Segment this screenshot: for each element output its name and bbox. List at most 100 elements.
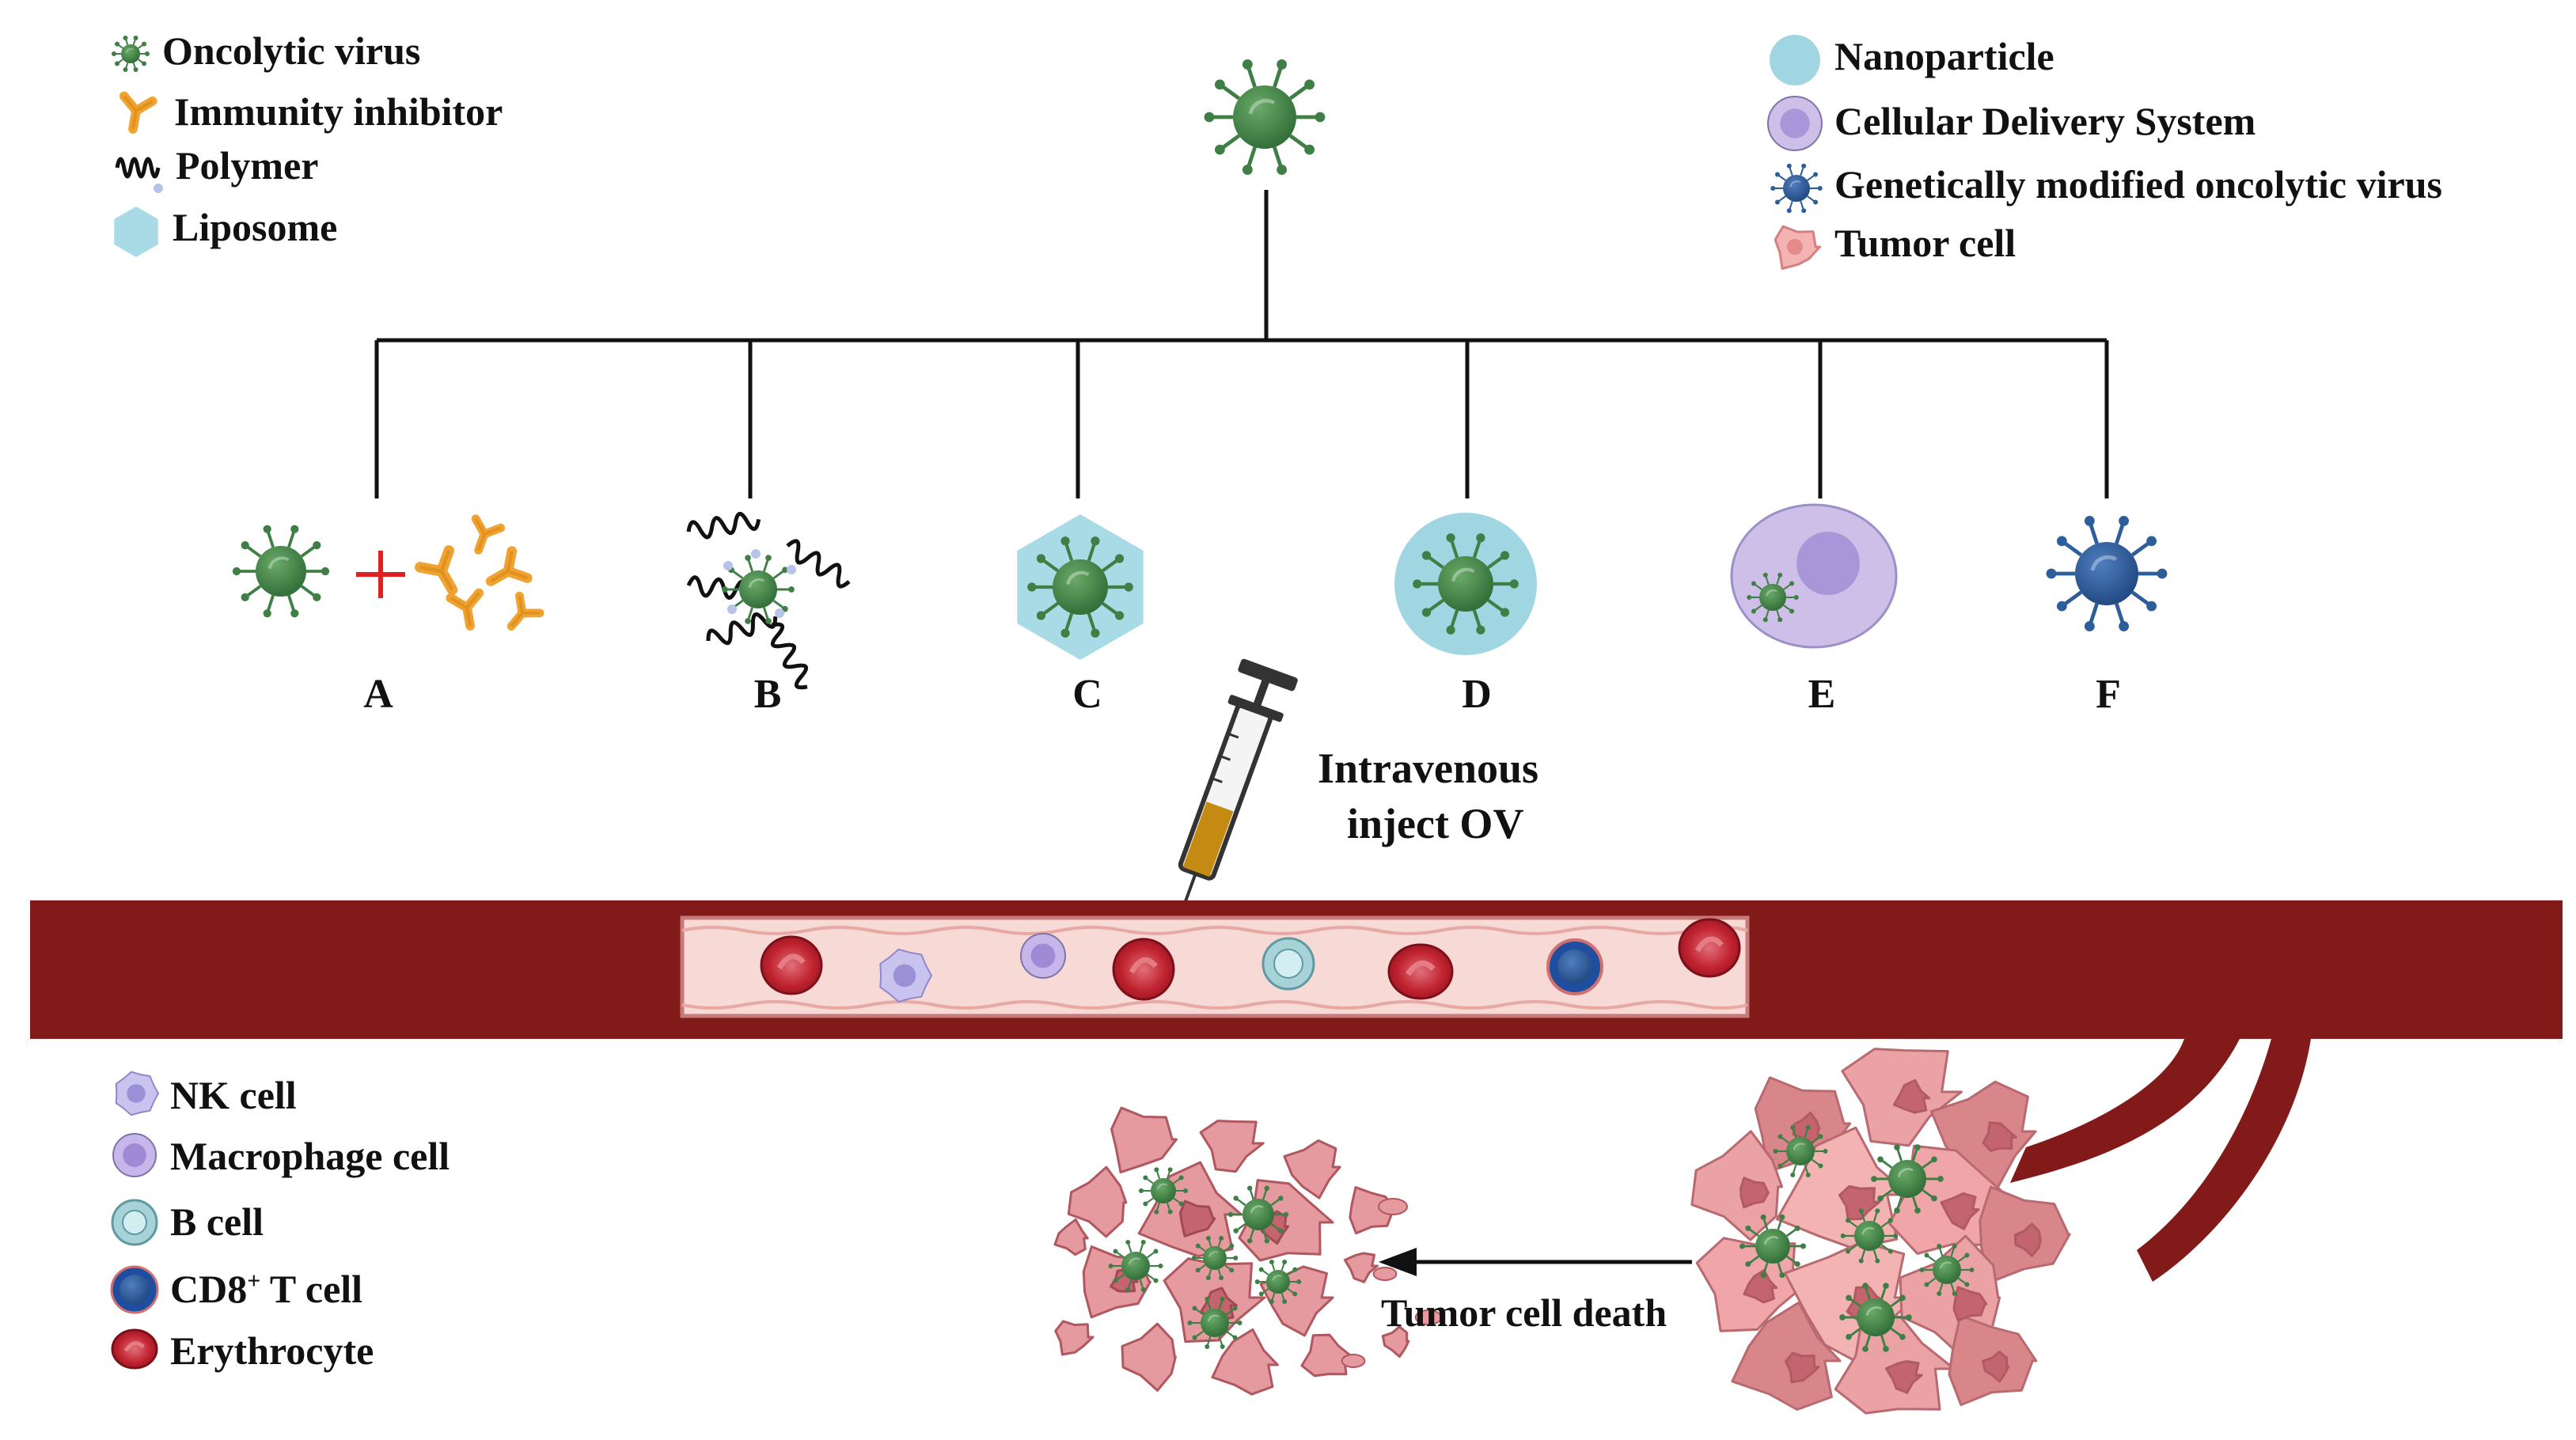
macrophage-cell-icon	[1020, 933, 1066, 979]
tumor-debris	[1372, 1267, 1398, 1281]
oncolytic-virus-icon	[1839, 1283, 1912, 1352]
strategy-label-a: A	[363, 672, 393, 717]
oncolytic-virus-icon	[1254, 1260, 1302, 1304]
erythrocyte-icon	[760, 935, 823, 995]
tumor-cell-nucleus	[1885, 1360, 1923, 1394]
tumor-fragment	[1110, 1106, 1178, 1174]
erythrocyte-icon	[111, 1328, 158, 1370]
tumor-cell	[1929, 1080, 2037, 1191]
legend-cellular-delivery-icon	[1767, 96, 1823, 151]
injection-label-line2: inject OV	[1347, 800, 1524, 847]
cd8-text: CD8	[170, 1267, 248, 1311]
strategy-label-e: E	[1808, 672, 1836, 717]
legend-macrophage-cell-icon	[112, 1133, 157, 1177]
erythrocyte-icon	[1112, 938, 1175, 1001]
oncolytic-virus-icon	[1840, 1208, 1899, 1264]
tumor-cell-nucleus	[1982, 1351, 2010, 1383]
strategy-f-gm-virus	[2046, 516, 2168, 631]
oncolytic-virus-icon	[1227, 1185, 1289, 1244]
oncolytic-virus-icon	[1773, 1125, 1828, 1177]
strategy-d-nanoparticle-virus	[1394, 513, 1537, 655]
strategy-b-polymer-coated-virus	[686, 511, 851, 690]
tumor-fragment	[1067, 1165, 1128, 1238]
legend-tumor-cell-label: Tumor cell	[1834, 221, 2016, 265]
legend-polymer-icon	[115, 157, 161, 179]
tumor-fragment	[1054, 1320, 1095, 1356]
strategy-e-cellular-delivery	[1730, 503, 1898, 649]
tumor-fragment	[1381, 1325, 1410, 1359]
tumor-cell	[1731, 1301, 1842, 1411]
tumor-death-label: Tumor cell death	[1381, 1290, 1667, 1335]
nk-cell-icon	[115, 1071, 160, 1116]
tumor-cell-nucleus	[1940, 1192, 1980, 1230]
immunity-inhibitor-icon	[506, 591, 544, 631]
legend-nk-cell-label: NK cell	[170, 1073, 297, 1117]
tumor-fragment	[1199, 1120, 1265, 1173]
tumor-cell-nucleus	[1982, 1121, 2017, 1152]
dying-tumor-cluster	[1053, 1106, 1443, 1396]
oncolytic-virus-icon	[1187, 1297, 1242, 1349]
strategy-f-gm-virus-icon	[2046, 516, 2168, 631]
polymer-bead-icon	[154, 184, 163, 193]
strategy-label-b: B	[753, 672, 782, 717]
syringe-icon	[1178, 658, 1298, 919]
tumor-cell-nucleus	[1785, 1351, 1820, 1384]
strategy-e-virus-icon	[1747, 572, 1799, 623]
oncolytic-virus-icon	[1191, 1236, 1239, 1280]
plus-icon	[356, 551, 405, 598]
legend-nanoparticle-label: Nanoparticle	[1834, 34, 2054, 78]
polymer-strand-icon	[770, 622, 809, 690]
polymer-strand-icon	[686, 511, 761, 540]
immunity-inhibitor-icon	[471, 514, 506, 555]
legend-macrophage-label: Macrophage cell	[170, 1134, 450, 1178]
polymer-bead-icon	[775, 608, 784, 618]
legend-oncolytic-virus-icon	[112, 36, 150, 72]
oncolytic-virus-icon	[1739, 1214, 1807, 1279]
tree-connectors	[374, 190, 2109, 498]
tumor-fragment-core	[1178, 1199, 1216, 1237]
tumor-fragment	[1053, 1218, 1089, 1256]
tumor-cell-nucleus	[1739, 1177, 1770, 1209]
tumor-fragment	[1211, 1328, 1279, 1396]
oncolytic-virus-icon	[1204, 59, 1326, 175]
oncolytic-virus-icon	[1139, 1167, 1188, 1215]
tumor-fragment	[1121, 1322, 1177, 1392]
erythrocyte-icon	[1678, 918, 1741, 978]
legend-liposome-icon	[114, 207, 158, 257]
polymer-bead-icon	[723, 561, 733, 570]
t-cell-text: T cell	[260, 1267, 363, 1311]
legend-immunity-inhibitor-label: Immunity inhibitor	[174, 89, 503, 134]
nk-cell-icon	[879, 948, 933, 1003]
legend-oncolytic-virus-label: Oncolytic virus	[162, 28, 421, 73]
oncolytic-virus-icon	[1871, 1144, 1944, 1214]
infected-tumor-cluster	[1690, 1048, 2071, 1415]
tumor-debris	[1341, 1354, 1366, 1368]
legend-gm-oncolytic-virus-icon	[1770, 163, 1823, 214]
tumor-fragment	[1300, 1333, 1354, 1377]
tumor-cell-nucleus	[1893, 1078, 1931, 1114]
cd8-t-cell-icon	[1546, 938, 1603, 995]
strategy-label-d: D	[1462, 672, 1492, 717]
legend-cd8-t-cell-icon	[110, 1265, 159, 1314]
vessel-cells	[760, 918, 1741, 1003]
oncolytic-virus-icon	[1204, 59, 1326, 175]
legend-erythrocyte-label: Erythrocyte	[170, 1328, 374, 1373]
polymer-bead-icon	[727, 604, 737, 614]
legend-gm-oncolytic-virus-label: Genetically modified oncolytic virus	[1834, 162, 2442, 207]
oncolytic-virus-icon	[1919, 1244, 1975, 1296]
immunity-inhibitor-icon	[485, 546, 533, 586]
strategy-a-virus-plus-inhibitor	[232, 514, 544, 631]
tumor-death-arrow	[1379, 1248, 1692, 1276]
legend-nanoparticle-icon	[1770, 35, 1820, 85]
tumor-fragment	[1283, 1139, 1341, 1199]
strategy-c-virus-icon	[1027, 536, 1133, 638]
oncolytic-virus-icon	[1108, 1240, 1163, 1292]
tumor-cell-nucleus	[1743, 1269, 1778, 1304]
tumor-debris	[1414, 1309, 1443, 1325]
tumor-fragment	[1343, 1252, 1379, 1283]
polymer-bead-icon	[787, 565, 796, 574]
polymer-bead-icon	[751, 549, 761, 559]
tumor-nucleus-icon	[1787, 239, 1803, 255]
